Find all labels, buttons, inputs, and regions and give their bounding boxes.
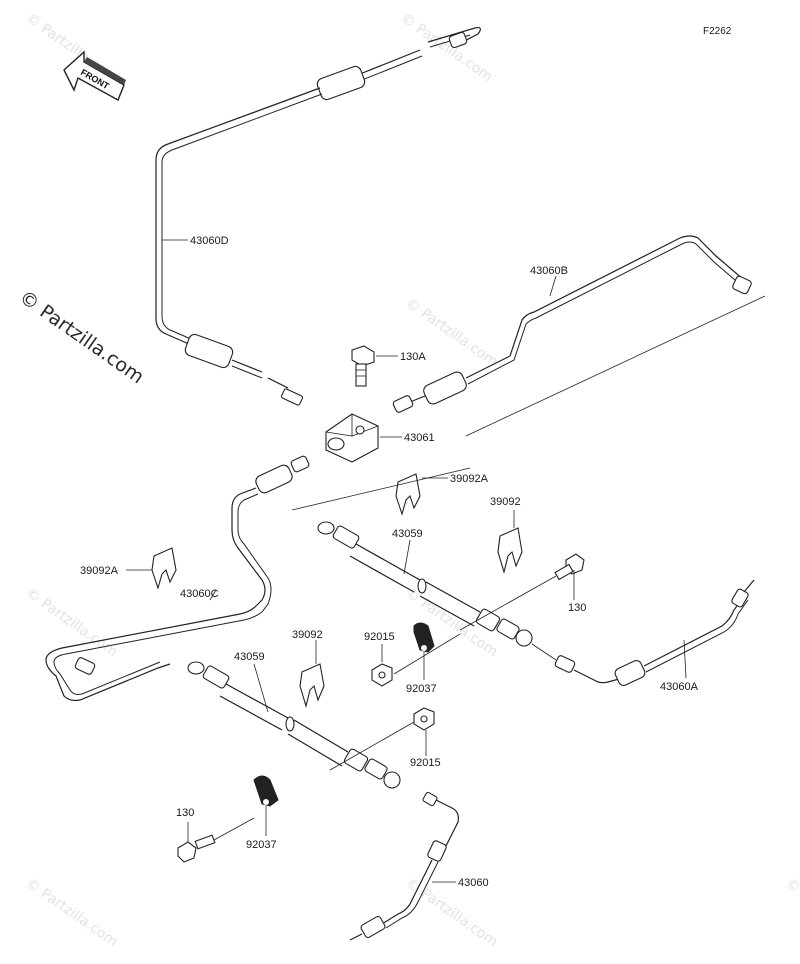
watermark: © Partzilla.com bbox=[783, 875, 800, 950]
part-label-43060D: 43060D bbox=[190, 235, 229, 247]
clip-39092-mid[interactable] bbox=[299, 663, 325, 709]
diagram-ref: F2262 bbox=[703, 26, 732, 37]
part-label-130-low: 130 bbox=[176, 807, 194, 819]
part-label-43059-right: 43059 bbox=[392, 528, 423, 540]
brake-hose-43060A[interactable] bbox=[531, 579, 755, 687]
clip-39092A-left[interactable] bbox=[151, 547, 177, 590]
watermark: © Partzilla.com bbox=[23, 875, 121, 950]
part-label-39092A-top: 39092A bbox=[450, 473, 489, 485]
bolt-130-low[interactable] bbox=[177, 834, 216, 863]
three-way-joint-43061[interactable] bbox=[325, 413, 379, 463]
nut-92015-low[interactable] bbox=[413, 707, 435, 731]
clip-39092-right[interactable] bbox=[497, 527, 523, 575]
nut-92015-mid[interactable] bbox=[371, 663, 393, 687]
part-label-39092-mid: 39092 bbox=[292, 629, 323, 641]
part-label-92037-mid: 92037 bbox=[406, 683, 437, 695]
watermark: © Partzilla.com bbox=[23, 585, 121, 660]
brake-hose-43059-left[interactable] bbox=[187, 661, 401, 789]
brake-hose-43060C[interactable] bbox=[45, 455, 310, 702]
part-label-92037-low: 92037 bbox=[246, 839, 277, 851]
clamp-92037-low[interactable] bbox=[253, 775, 279, 807]
part-label-39092A-left: 39092A bbox=[80, 565, 119, 577]
part-label-130-right: 130 bbox=[568, 602, 586, 614]
part-label-43060A: 43060A bbox=[660, 681, 699, 693]
part-label-92015-mid: 92015 bbox=[364, 631, 395, 643]
brake-hose-43060[interactable] bbox=[349, 791, 459, 941]
part-label-92015-low: 92015 bbox=[410, 757, 441, 769]
watermark-main: © Partzilla.com bbox=[15, 286, 148, 388]
brake-hose-43060B[interactable] bbox=[392, 235, 752, 413]
part-label-43060C: 43060C bbox=[180, 588, 219, 600]
brake-hose-43059-right[interactable] bbox=[317, 521, 533, 647]
part-label-43060: 43060 bbox=[458, 877, 489, 889]
part-label-130A: 130A bbox=[400, 351, 426, 363]
clip-39092A-top[interactable] bbox=[395, 473, 421, 516]
brake-hose-43060D[interactable] bbox=[155, 27, 481, 406]
clamp-92037-mid[interactable] bbox=[413, 622, 435, 653]
bolt-130-right[interactable] bbox=[554, 553, 585, 581]
watermark: © Partzilla.com bbox=[398, 10, 496, 85]
part-label-43060B: 43060B bbox=[530, 265, 568, 277]
part-label-43061: 43061 bbox=[404, 432, 435, 444]
part-label-39092-right: 39092 bbox=[490, 496, 521, 508]
part-label-43059-left: 43059 bbox=[234, 651, 265, 663]
bolt-130A[interactable] bbox=[351, 345, 375, 387]
